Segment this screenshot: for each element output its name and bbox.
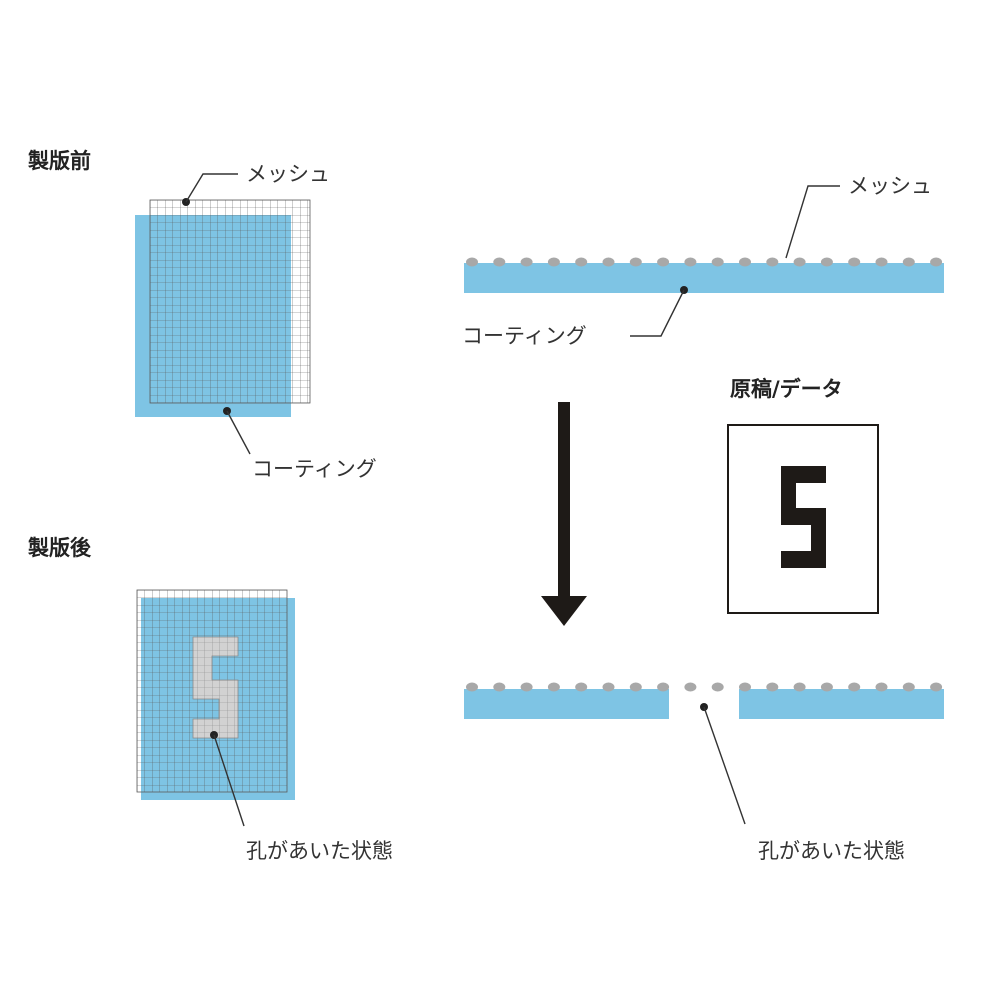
- after-heading: 製版後: [27, 536, 92, 560]
- mesh-thread-dot: [520, 257, 533, 267]
- mesh-thread-dot: [466, 257, 478, 267]
- mesh-thread-dot: [575, 682, 588, 692]
- mesh-thread-dot: [629, 257, 642, 267]
- before-heading: 製版前: [27, 149, 91, 173]
- mesh-thread-dot: [575, 257, 588, 267]
- mesh-thread-dot: [711, 257, 724, 267]
- mesh-thread-dot: [739, 257, 751, 267]
- before-plate: [135, 199, 311, 417]
- mesh-thread-dot: [793, 682, 806, 692]
- before-coating-callout: [223, 407, 251, 455]
- before-mesh-callout: [182, 173, 238, 206]
- mesh-thread-dot: [766, 257, 779, 267]
- before-coating-label: コーティング: [252, 457, 377, 481]
- mesh-thread-dot: [520, 682, 533, 692]
- artwork-frame: [727, 424, 879, 614]
- cross-section-mesh-threads: [466, 257, 943, 267]
- mesh-thread-dot: [820, 682, 833, 692]
- cross-section-mesh-threads: [466, 682, 943, 692]
- after-hole-label: 孔があいた状態: [246, 839, 393, 863]
- before-mesh-label: メッシュ: [246, 162, 330, 186]
- mesh-thread-dot: [602, 682, 615, 692]
- cross-section-coating-callout: [630, 286, 688, 337]
- mesh-thread-dot: [902, 257, 915, 267]
- cross-section-coating-label: コーティング: [462, 324, 587, 348]
- mesh-thread-dot: [493, 682, 506, 692]
- after-hole-callout: [210, 731, 245, 827]
- cross-section-hole-label: 孔があいた状態: [758, 839, 905, 863]
- s-glyph-icon: [781, 466, 826, 568]
- mesh-thread-dot: [930, 257, 943, 267]
- cross-section-mesh-callout: [785, 185, 840, 259]
- cross-section-hole-callout: [700, 703, 746, 825]
- before-mesh: [149, 199, 311, 404]
- mesh-thread-dot: [930, 682, 943, 692]
- mesh-thread-dot: [629, 682, 642, 692]
- cross-section-mesh-label: メッシュ: [848, 174, 932, 198]
- mesh-thread-dot: [657, 257, 670, 267]
- mesh-thread-dot: [547, 257, 560, 267]
- cross-section-coating-left: [464, 689, 669, 719]
- mesh-thread-dot: [848, 682, 861, 692]
- mesh-thread-dot: [820, 257, 833, 267]
- cross-section-before: [464, 257, 944, 293]
- mesh-thread-dot: [493, 257, 506, 267]
- mesh-thread-dot: [739, 682, 751, 692]
- mesh-thread-dot: [902, 682, 915, 692]
- artwork-heading: 原稿/データ: [730, 377, 843, 401]
- cross-section-after: [464, 682, 944, 719]
- mesh-thread-dot: [793, 257, 806, 267]
- mesh-thread-dot: [848, 257, 861, 267]
- mesh-thread-dot: [684, 257, 697, 267]
- down-arrow-icon: [541, 402, 587, 626]
- mesh-thread-dot: [547, 682, 560, 692]
- cross-section-coating-right: [739, 689, 944, 719]
- mesh-thread-dot: [466, 682, 478, 692]
- cross-section-coating: [464, 263, 944, 293]
- after-plate: [136, 589, 295, 800]
- mesh-thread-dot: [875, 257, 888, 267]
- mesh-thread-dot: [602, 257, 615, 267]
- mesh-thread-dot: [657, 682, 670, 692]
- mesh-thread-dot: [711, 682, 724, 692]
- mesh-thread-dot: [766, 682, 779, 692]
- mesh-thread-dot: [684, 682, 697, 692]
- mesh-thread-dot: [875, 682, 888, 692]
